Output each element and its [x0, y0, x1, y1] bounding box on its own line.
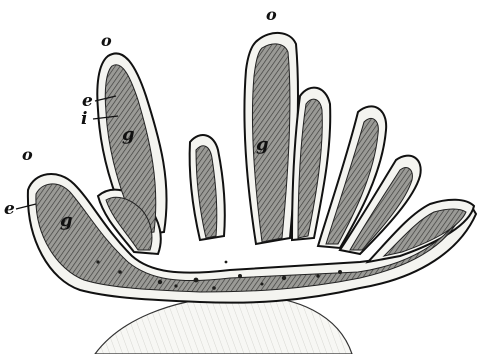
label-e-lower: e	[4, 199, 15, 219]
label-i-upper: i	[81, 109, 87, 129]
base-mass	[95, 296, 352, 354]
label-g-middle: g	[256, 134, 269, 155]
label-e-upper: e	[82, 91, 93, 111]
label-o-tall: o	[266, 5, 277, 24]
label-g-left: g	[122, 124, 135, 145]
label-g-lower: g	[60, 210, 73, 231]
label-o-outer: o	[22, 145, 33, 164]
label-o-left: o	[101, 31, 112, 50]
